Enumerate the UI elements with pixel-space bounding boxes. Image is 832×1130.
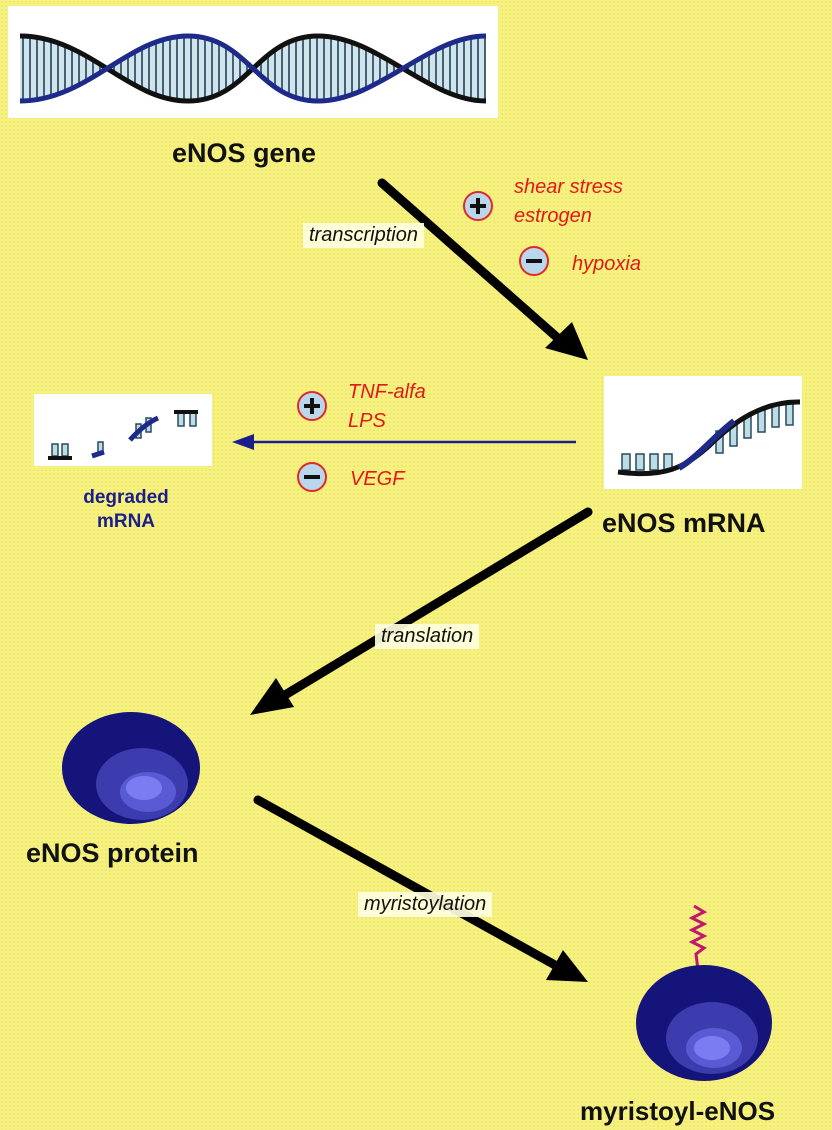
plus-sign-icon — [463, 191, 493, 221]
regulator-shear-stress: shear stress — [514, 176, 623, 199]
transcription-label: transcription — [303, 223, 424, 248]
degraded-label-line1: degraded — [56, 486, 196, 510]
regulator-vegf: VEGF — [350, 468, 404, 491]
myristoyl-enos-icon — [634, 898, 774, 1096]
regulator-tnf-alfa: TNF-alfa — [348, 381, 426, 404]
enos-mrna-label: eNOS mRNA — [602, 508, 766, 539]
minus-sign-icon — [297, 462, 327, 492]
plus-sign-icon — [297, 391, 327, 421]
myristoyl-chain-icon — [692, 906, 704, 970]
myristoylation-arrow — [258, 800, 588, 982]
regulator-hypoxia: hypoxia — [572, 253, 641, 276]
myristoyl-enos-label: myristoyl-eNOS — [580, 1096, 775, 1127]
enos-gene-label: eNOS gene — [172, 138, 316, 169]
minus-sign-icon — [519, 246, 549, 276]
degraded-mrna-icon — [34, 394, 212, 466]
regulator-estrogen: estrogen — [514, 205, 592, 228]
myristoylation-label: myristoylation — [358, 892, 492, 917]
mrna-strand-icon — [604, 376, 802, 489]
degraded-mrna-label: degraded mRNA — [56, 486, 196, 534]
degraded-label-line2: mRNA — [56, 510, 196, 534]
dna-double-helix-icon — [8, 6, 498, 118]
protein-sphere-icon — [60, 712, 206, 828]
translation-label: translation — [375, 624, 479, 649]
regulator-lps: LPS — [348, 410, 386, 433]
degradation-arrow — [232, 434, 576, 450]
enos-protein-label: eNOS protein — [26, 838, 199, 869]
translation-arrow — [250, 512, 588, 715]
